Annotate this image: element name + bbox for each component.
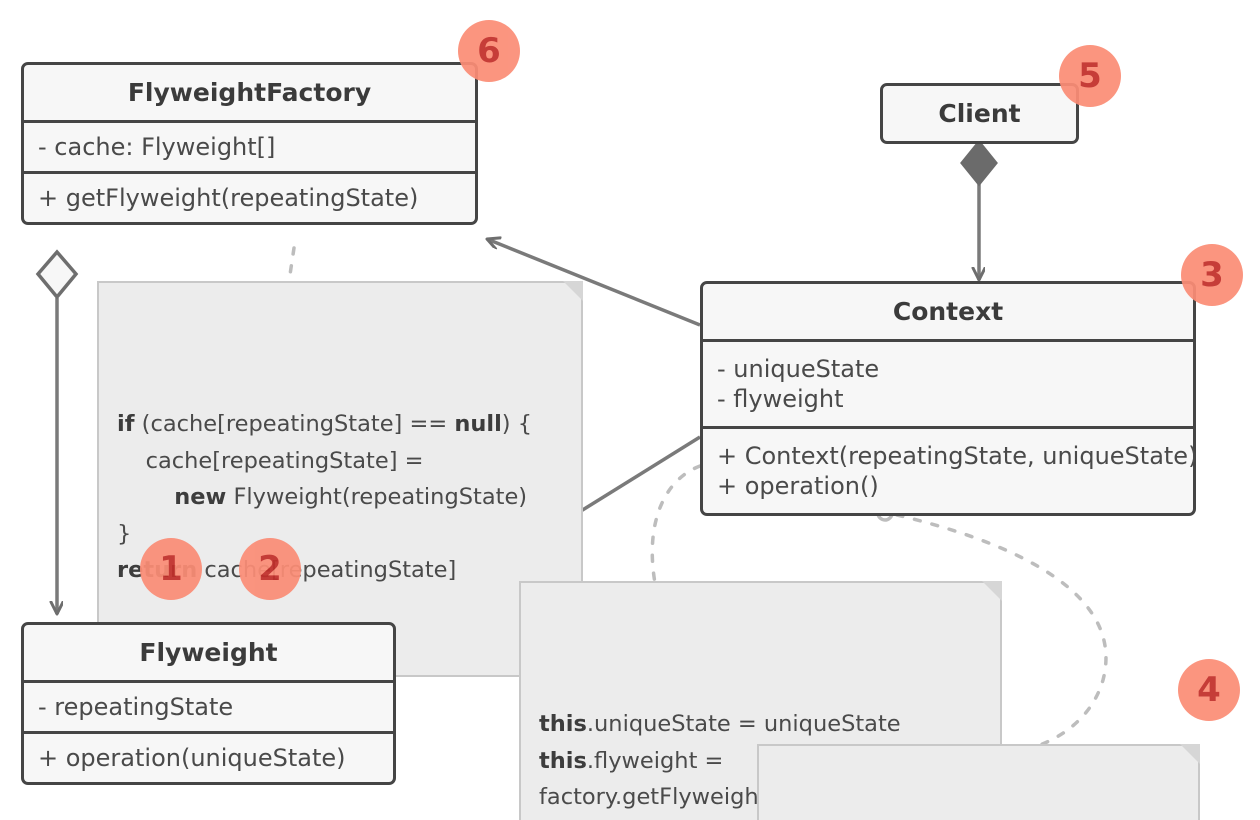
note-fold-corner: [982, 581, 1002, 601]
badge-4[interactable]: 4: [1178, 659, 1240, 721]
class-context[interactable]: Context - uniqueState - flyweight + Cont…: [700, 281, 1197, 517]
class-method-get-flyweight: + getFlyweight(repeatingState): [24, 171, 475, 222]
connector-factory-flyweight: [35, 249, 79, 614]
class-flyweight-factory[interactable]: FlyweightFactory - cache: Flyweight[] + …: [21, 62, 478, 226]
connector-client-context: [960, 139, 998, 280]
badge-3[interactable]: 3: [1181, 244, 1243, 306]
note-operation-body: flyweight.operation(uniqueState): [757, 744, 1200, 820]
note-fold-corner: [1180, 744, 1200, 764]
badge-1[interactable]: 1: [140, 538, 202, 600]
class-method-flyweight-operation: + operation(uniqueState): [24, 731, 393, 782]
badge-5[interactable]: 5: [1059, 45, 1121, 107]
class-title-flyweight: Flyweight: [139, 638, 278, 667]
class-title-client: Client: [938, 99, 1021, 128]
note-factory-code: if (cache[repeatingState] == null) { cac…: [97, 281, 583, 678]
class-field-flyweight: - flyweight: [717, 385, 844, 414]
class-methods-context: + Context(repeatingState, uniqueState) +…: [703, 426, 1197, 513]
class-method-context-ctor: + Context(repeatingState, uniqueState): [717, 442, 1198, 471]
badge-2[interactable]: 2: [239, 538, 301, 600]
class-title-context: Context: [892, 297, 1004, 326]
connector-note-context-ctor: [650, 464, 702, 585]
class-field-repeating-state: - repeatingState: [24, 680, 393, 731]
class-title-flyweight-factory: FlyweightFactory: [127, 78, 372, 107]
note-fold-corner: [563, 281, 583, 301]
class-flyweight[interactable]: Flyweight - repeatingState + operation(u…: [21, 622, 396, 786]
class-method-operation: + operation(): [717, 472, 879, 501]
class-field-cache: - cache: Flyweight[]: [24, 120, 475, 171]
class-field-unique-state: - uniqueState: [717, 355, 880, 384]
badge-6[interactable]: 6: [458, 20, 520, 82]
class-client[interactable]: Client: [880, 83, 1079, 145]
class-fields-context: - uniqueState - flyweight: [703, 339, 1193, 426]
